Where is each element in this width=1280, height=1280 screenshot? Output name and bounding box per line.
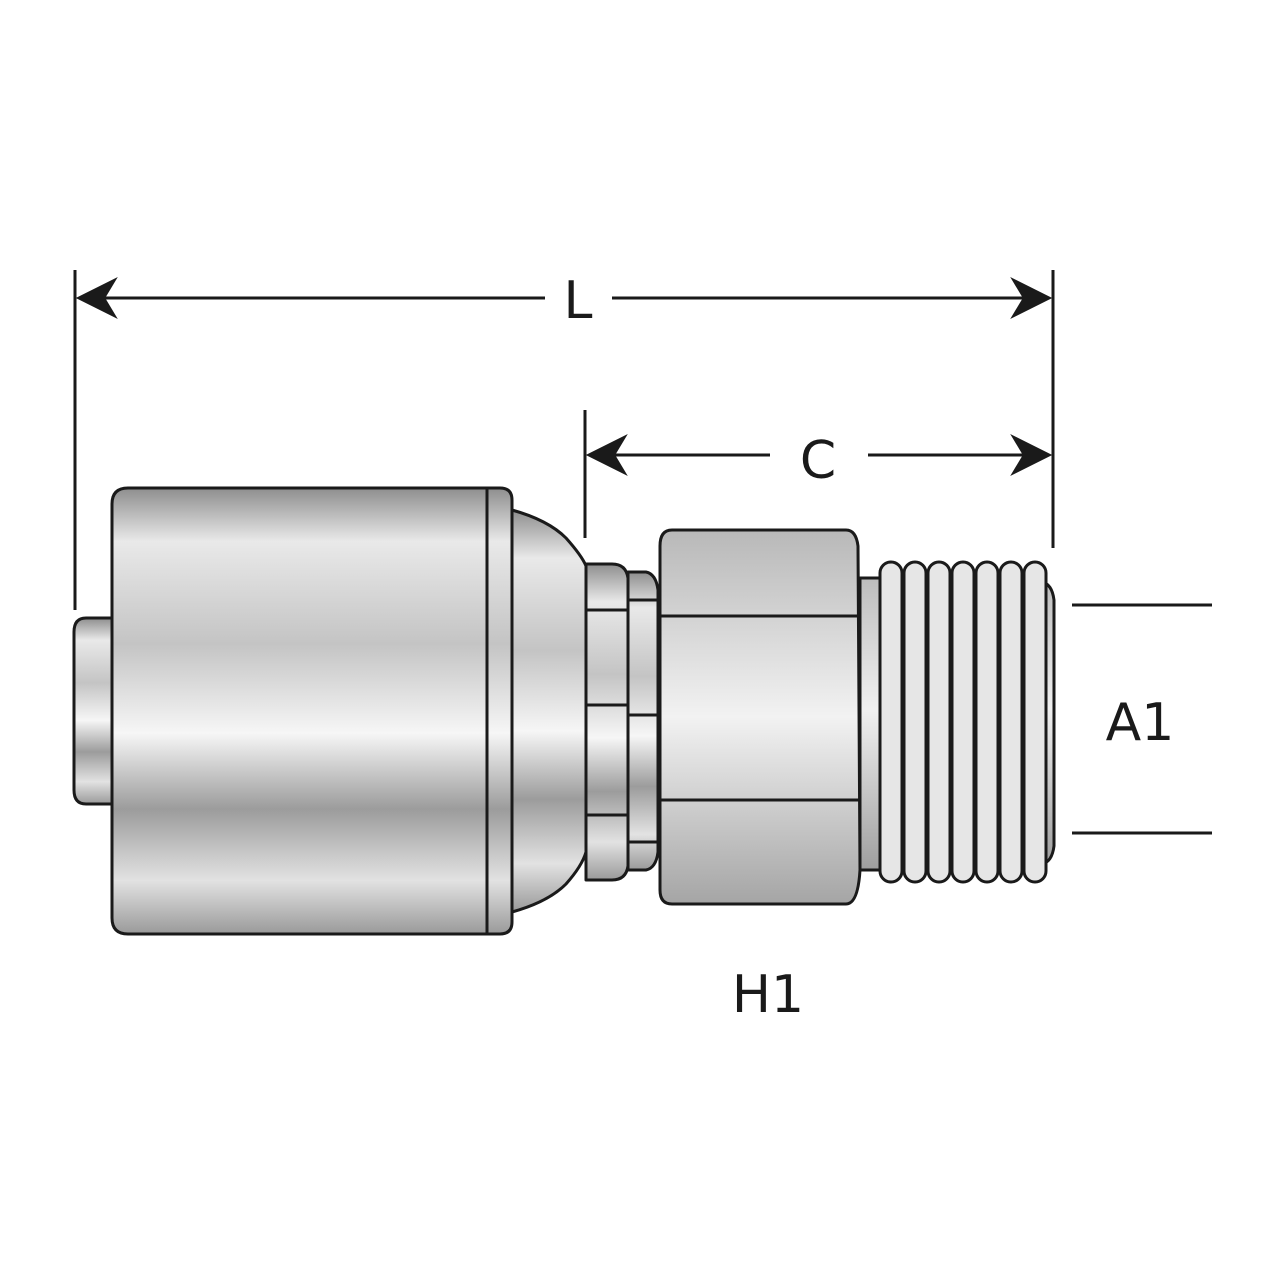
dimension-lines [73, 270, 1212, 835]
hose-stub [72, 616, 120, 806]
thread-crests [878, 560, 1048, 884]
label-hex-size: H1 [732, 965, 804, 1025]
thread-crest [902, 560, 928, 884]
hex-nut [658, 528, 862, 906]
ferrule-neck [510, 508, 588, 914]
hex-shoulder [626, 570, 660, 872]
crimp-ferrule [110, 486, 514, 936]
thread-crest [878, 560, 904, 884]
thread-crest [950, 560, 976, 884]
thread-crest [926, 560, 952, 884]
thread-crest [1022, 560, 1048, 884]
thread-crest [998, 560, 1024, 884]
label-thread-size: A1 [1106, 693, 1175, 753]
thread-crest [974, 560, 1000, 884]
label-overall-length: L [564, 271, 593, 331]
label-connector-length: C [800, 431, 836, 491]
